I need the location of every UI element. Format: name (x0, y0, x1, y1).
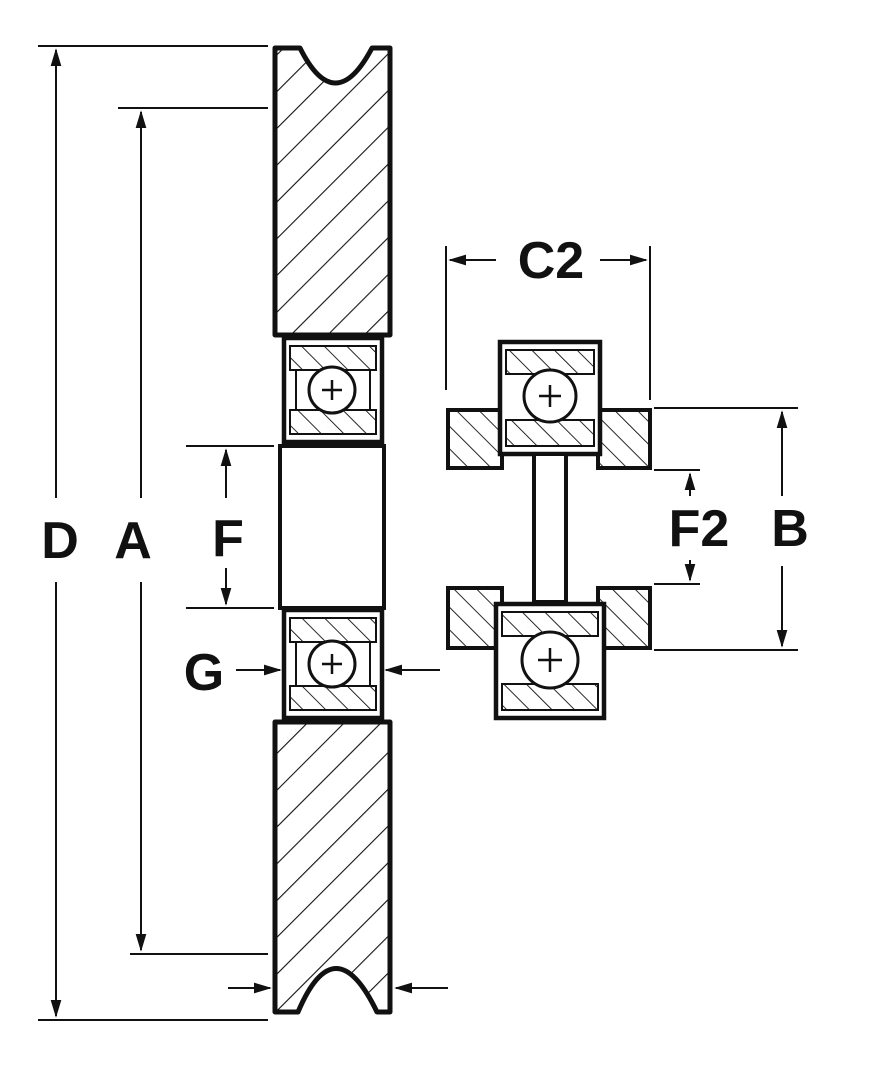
label-a: A (114, 512, 152, 570)
dimension-f: F (186, 445, 274, 609)
lower-rim (272, 719, 393, 1015)
dimension-g: G (184, 644, 448, 994)
pulley-section (272, 45, 393, 1015)
spacer-shaft (532, 452, 568, 604)
shaft-bore (278, 444, 386, 610)
upper-flange-right (596, 408, 652, 470)
dimension-f2: F2 (654, 469, 730, 585)
label-c2: C2 (518, 232, 584, 290)
upper-rim (272, 45, 393, 338)
upper-bearing (281, 335, 385, 445)
lower-bearing (281, 607, 385, 721)
right-lower-bearing (493, 601, 607, 721)
dimension-c2: C2 (445, 232, 651, 400)
dimension-b: B (654, 407, 809, 651)
label-d: D (41, 512, 79, 570)
upper-flange-left (446, 408, 504, 470)
label-f: F (212, 510, 244, 568)
paired-bearing-assembly (446, 339, 652, 721)
dimension-d: D (38, 45, 268, 1021)
label-f2: F2 (669, 500, 730, 558)
dimension-a: A (114, 107, 268, 955)
label-g: G (184, 644, 224, 702)
lower-flange-left (446, 586, 504, 650)
label-b: B (771, 500, 809, 558)
right-upper-bearing (497, 339, 603, 457)
